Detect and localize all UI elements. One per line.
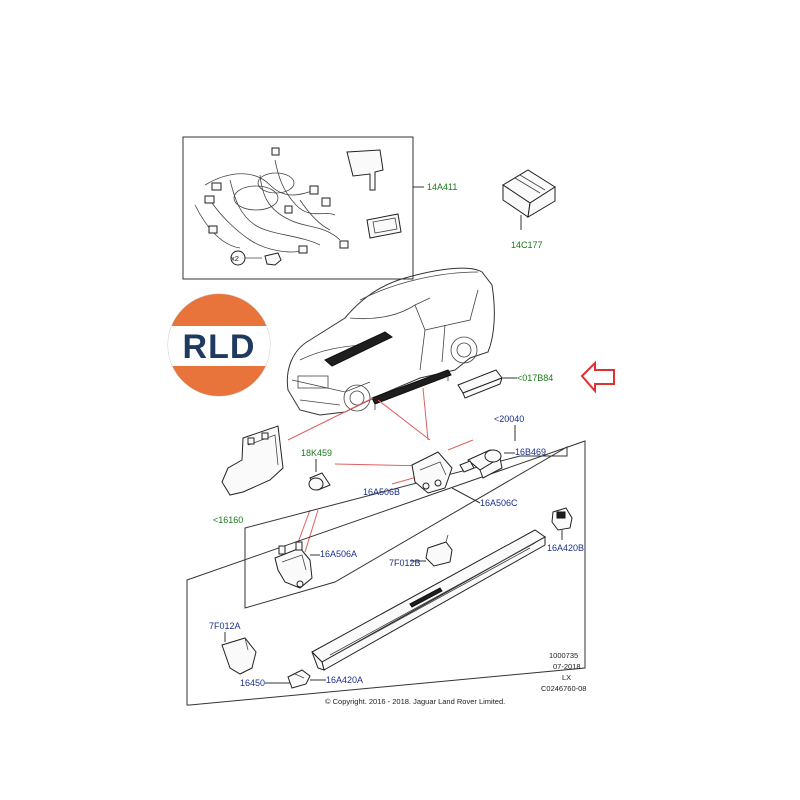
doc-info-line-3: LX	[562, 673, 571, 682]
clip-fastener-part: x2	[230, 250, 282, 266]
label-16a506c: 16A506C	[480, 498, 518, 508]
label-7f012a: 7F012A	[209, 621, 241, 631]
label-16450: 16450	[240, 678, 265, 688]
end-cap-b-part: 16A420B	[547, 507, 584, 553]
label-16160: <16160	[213, 515, 243, 525]
end-cap-a-part: 16A420A	[287, 669, 363, 689]
highlight-arrow-icon	[580, 360, 615, 394]
quantity-badge: x2	[231, 254, 239, 263]
doc-info-line-4: C0246760-08	[541, 684, 586, 693]
vehicle-illustration	[286, 267, 495, 416]
bracket-a-part: 16A506A	[274, 541, 357, 589]
bracket-plate-part	[346, 149, 384, 191]
end-cap-rear-part: 7F012A	[209, 621, 257, 675]
trim-panel-part: <16160	[213, 425, 284, 525]
label-20040: <20040	[494, 414, 524, 424]
logo-text: RLD	[183, 328, 256, 366]
label-14c177: 14C177	[511, 240, 543, 250]
document-info: 1000735 07-2018 LX C0246760-08	[541, 651, 586, 693]
label-7f012b: 7F012B	[389, 558, 421, 568]
wiring-harness-part	[194, 147, 349, 254]
label-18k459: 18K459	[301, 448, 332, 458]
copyright-notice: © Copyright. 2016 - 2018. Jaguar Land Ro…	[325, 697, 505, 706]
label-16a420a: 16A420A	[326, 675, 363, 685]
switch-bezel-part	[366, 213, 402, 239]
harness-kit-box: x2 14A411	[182, 136, 457, 280]
step-assembly-box: <20040	[186, 414, 586, 706]
motor-part: 16B469	[459, 447, 546, 479]
clip-b-part: 7F012B	[389, 534, 453, 568]
doc-info-line-1: 1000735	[549, 651, 578, 660]
label-16b469: 16B469	[515, 447, 546, 457]
label-017b84: <017B84	[517, 373, 553, 383]
step-board-part	[311, 529, 546, 671]
bracket-b-part: 16A506B	[363, 451, 453, 497]
bushing-part: 18K459	[301, 448, 332, 491]
rld-logo: RLD	[167, 293, 271, 397]
label-14a411: 14A411	[427, 182, 457, 192]
mechanism-box	[244, 446, 568, 609]
sill-finisher-part: <017B84	[457, 369, 553, 399]
doc-info-line-2: 07-2018	[553, 662, 581, 671]
control-module-part: 14C177	[502, 169, 556, 250]
label-16a506a: 16A506A	[320, 549, 357, 559]
label-16a420b: 16A420B	[547, 543, 584, 553]
label-16a506b: 16A506B	[363, 487, 400, 497]
